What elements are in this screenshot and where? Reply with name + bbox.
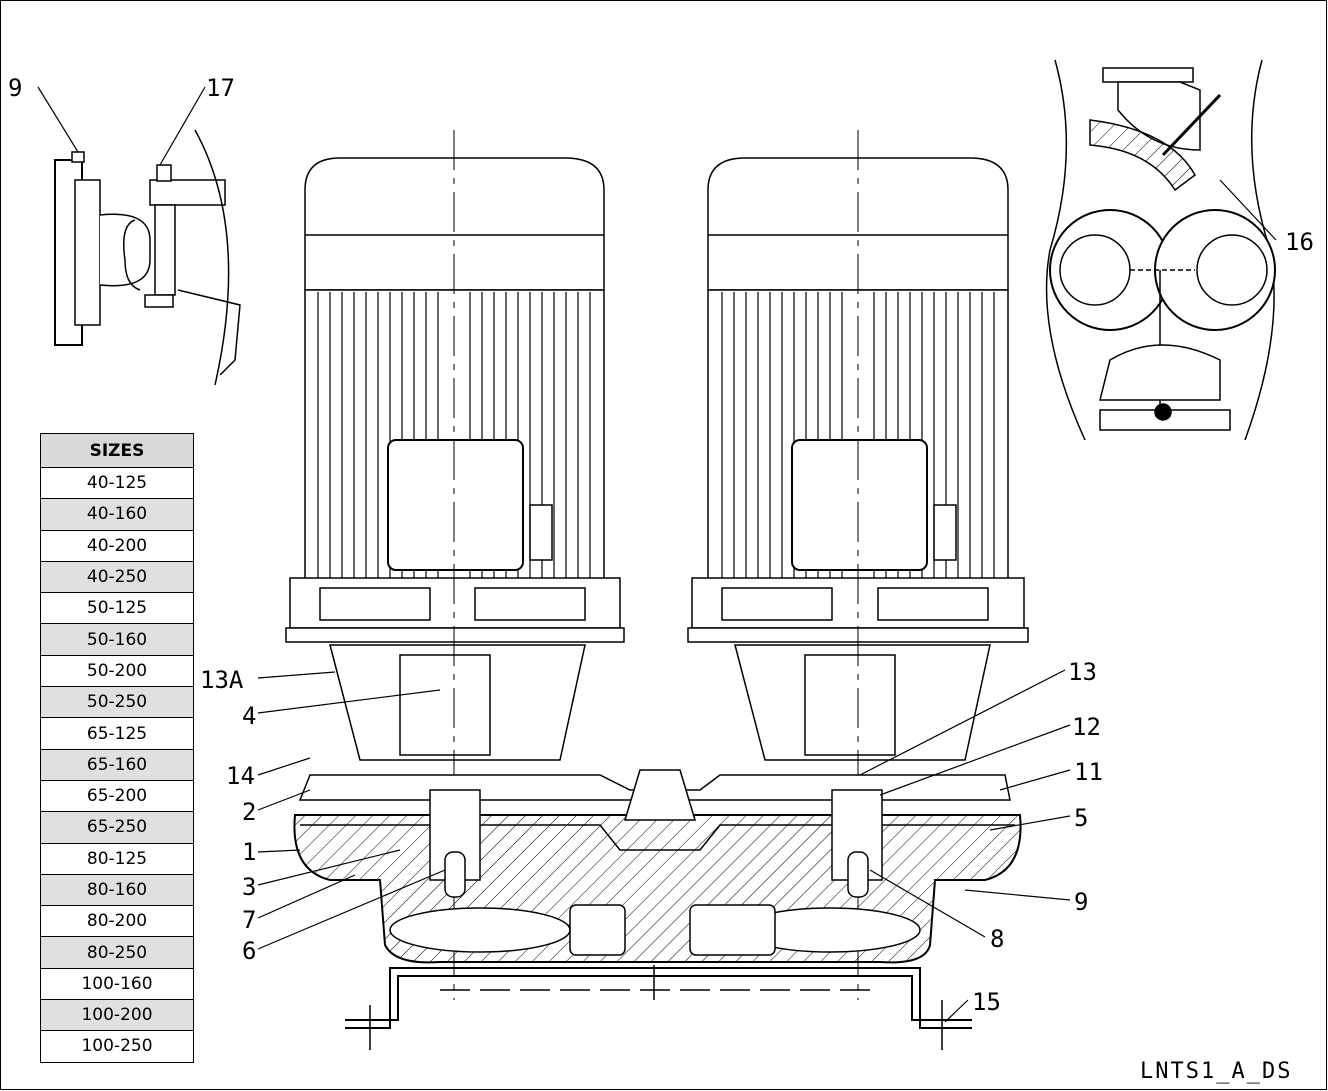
table-row: 50-125 (40, 592, 194, 625)
callout-16: 16 (1285, 228, 1314, 256)
size-cell: 50-125 (40, 592, 194, 625)
callout-4: 4 (242, 702, 256, 730)
size-cell: 40-160 (40, 498, 194, 531)
size-cell: 65-250 (40, 811, 194, 844)
table-row: 100-250 (40, 1030, 194, 1063)
callout-13A: 13A (200, 666, 244, 694)
sizes-header: SIZES (40, 433, 194, 468)
table-row: 65-125 (40, 717, 194, 750)
callout-12: 12 (1072, 713, 1101, 741)
size-cell: 65-160 (40, 748, 194, 781)
table-row: 50-200 (40, 654, 194, 688)
valve-detail (1045, 59, 1276, 441)
size-cell: 40-125 (40, 466, 194, 500)
size-cell: 80-160 (40, 873, 194, 907)
callout-15: 15 (972, 988, 1001, 1016)
table-row: 50-250 (40, 686, 194, 719)
callout-2: 2 (242, 798, 256, 826)
callout-14: 14 (226, 762, 255, 790)
size-cell: 40-200 (40, 529, 194, 562)
size-cell: 65-200 (40, 779, 194, 813)
size-cell: 80-125 (40, 842, 194, 875)
callout-17: 17 (206, 74, 235, 102)
table-row: 100-200 (40, 999, 194, 1032)
size-cell: 80-200 (40, 905, 194, 938)
table-row: 80-160 (40, 873, 194, 907)
size-cell: 50-160 (40, 623, 194, 656)
callout-5: 5 (1074, 804, 1088, 832)
table-row: 40-160 (40, 498, 194, 531)
size-cell: 80-250 (40, 936, 194, 969)
callout-9-top: 9 (8, 74, 22, 102)
pump-casing (293, 769, 1022, 964)
table-row: 65-250 (40, 811, 194, 844)
size-cell: 40-250 (40, 560, 194, 594)
table-row: 80-200 (40, 905, 194, 938)
size-cell: 100-200 (40, 999, 194, 1032)
drawing-code: LNTS1_A_DS (1140, 1059, 1292, 1084)
callout-13: 13 (1068, 658, 1097, 686)
table-row: 65-200 (40, 779, 194, 813)
flange-detail (54, 129, 241, 386)
table-row: 65-160 (40, 748, 194, 781)
table-row: 100-160 (40, 967, 194, 1001)
size-cell: 50-200 (40, 654, 194, 688)
table-row: 40-250 (40, 560, 194, 594)
size-cell: 50-250 (40, 686, 194, 719)
leader-lines (37, 86, 1277, 1023)
table-row: 40-200 (40, 529, 194, 562)
callout-3: 3 (242, 873, 256, 901)
size-cell: 100-160 (40, 967, 194, 1001)
size-cell: 100-250 (40, 1030, 194, 1063)
right-motor (687, 130, 1029, 1000)
callout-7: 7 (242, 906, 256, 934)
callout-8: 8 (990, 925, 1004, 953)
callout-9-right: 9 (1074, 888, 1088, 916)
callout-11: 11 (1074, 758, 1103, 786)
table-row: 80-125 (40, 842, 194, 875)
left-motor (285, 130, 625, 1000)
table-row: 40-125 (40, 466, 194, 500)
callout-1: 1 (242, 838, 256, 866)
table-row: 80-250 (40, 936, 194, 969)
base-frame (345, 965, 972, 1050)
callout-6: 6 (242, 937, 256, 965)
size-cell: 65-125 (40, 717, 194, 750)
table-row: 50-160 (40, 623, 194, 656)
